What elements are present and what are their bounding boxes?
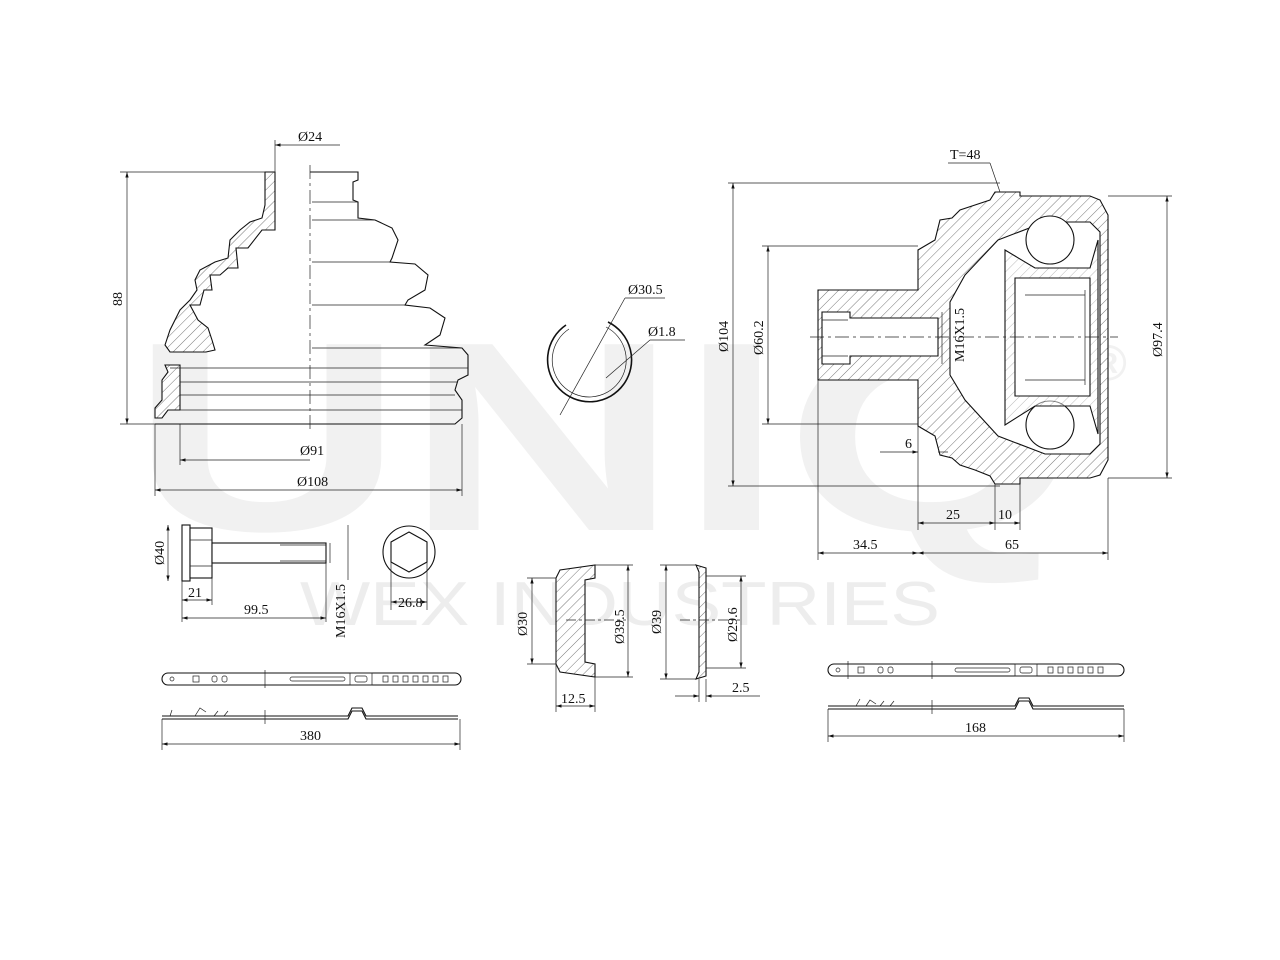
circlip-dim-dia: Ø30.5 <box>628 283 663 298</box>
watermark-company: WEX INDUSTRIES <box>300 570 940 639</box>
bolt-drawing: Ø40 21 99.5 M16X1.5 26.8 <box>153 524 436 638</box>
boot-section <box>164 171 276 353</box>
circlip-drawing: Ø30.5 Ø1.8 <box>546 283 685 416</box>
ball-lower <box>1025 400 1075 450</box>
seal-small-dim-outer: Ø29.6 <box>726 607 741 642</box>
joint-dim-25: 25 <box>946 508 960 523</box>
seal-large-dim-outer: Ø39.5 <box>613 609 628 644</box>
boot-dim-outer-dia: Ø108 <box>297 475 328 490</box>
seal-small-dim-width: 2.5 <box>732 681 750 696</box>
seal-small-drawing: Ø39 Ø29.6 2.5 <box>650 564 760 702</box>
seal-large-dim-inner: Ø30 <box>516 612 531 636</box>
seal-large-dim-width: 12.5 <box>561 692 586 707</box>
ball-upper <box>1025 215 1075 265</box>
joint-dim-65: 65 <box>1005 538 1019 553</box>
bolt-flange <box>181 524 191 582</box>
cv-boot-drawing: Ø24 88 Ø91 Ø108 <box>111 130 469 496</box>
bolt-head <box>189 527 213 579</box>
joint-dim-teeth: T=48 <box>950 148 980 163</box>
bolt-dim-hex: 26.8 <box>398 596 423 611</box>
boot-dim-small-dia: Ø24 <box>298 130 322 145</box>
bolt-dim-length: 99.5 <box>244 603 269 618</box>
clamp-small-dim-length: 168 <box>965 721 986 736</box>
joint-dim-6: 6 <box>905 437 912 452</box>
circlip-dim-wire: Ø1.8 <box>648 325 676 340</box>
bolt-end-view <box>382 525 436 579</box>
joint-dim-bell-dia: Ø97.4 <box>1151 322 1166 357</box>
seal-large-drawing: Ø30 Ø39.5 12.5 <box>516 564 633 712</box>
circlip-ring <box>546 321 633 403</box>
seal-large-body <box>555 564 596 678</box>
joint-dim-thread: M16X1.5 <box>953 308 968 362</box>
bolt-dim-head: Ø40 <box>153 541 168 565</box>
cv-joint-drawing: T=48 Ø104 Ø97.4 Ø60.2 M16X1.5 6 25 10 <box>717 148 1172 560</box>
joint-dim-stem-dia: Ø60.2 <box>752 320 767 355</box>
bolt-dim-21: 21 <box>188 586 202 601</box>
clamp-small-side <box>828 697 1124 710</box>
joint-dim-10: 10 <box>998 508 1012 523</box>
clamp-large-band <box>161 672 462 686</box>
joint-dim-outer-dia: Ø104 <box>717 321 732 352</box>
seal-small-dim-inner: Ø39 <box>650 610 665 634</box>
clamp-large-dim-length: 380 <box>300 729 321 744</box>
boot-dim-inner-dia: Ø91 <box>300 444 324 459</box>
joint-dim-34-5: 34.5 <box>853 538 878 553</box>
clamp-large-drawing: 380 <box>161 670 462 750</box>
boot-dim-height: 88 <box>111 292 126 306</box>
clamp-large-side <box>162 707 458 720</box>
clamp-small-band <box>827 663 1125 677</box>
bolt-dim-thread: M16X1.5 <box>334 584 349 638</box>
clamp-small-drawing: 168 <box>827 661 1125 742</box>
bolt-shank <box>211 542 327 564</box>
